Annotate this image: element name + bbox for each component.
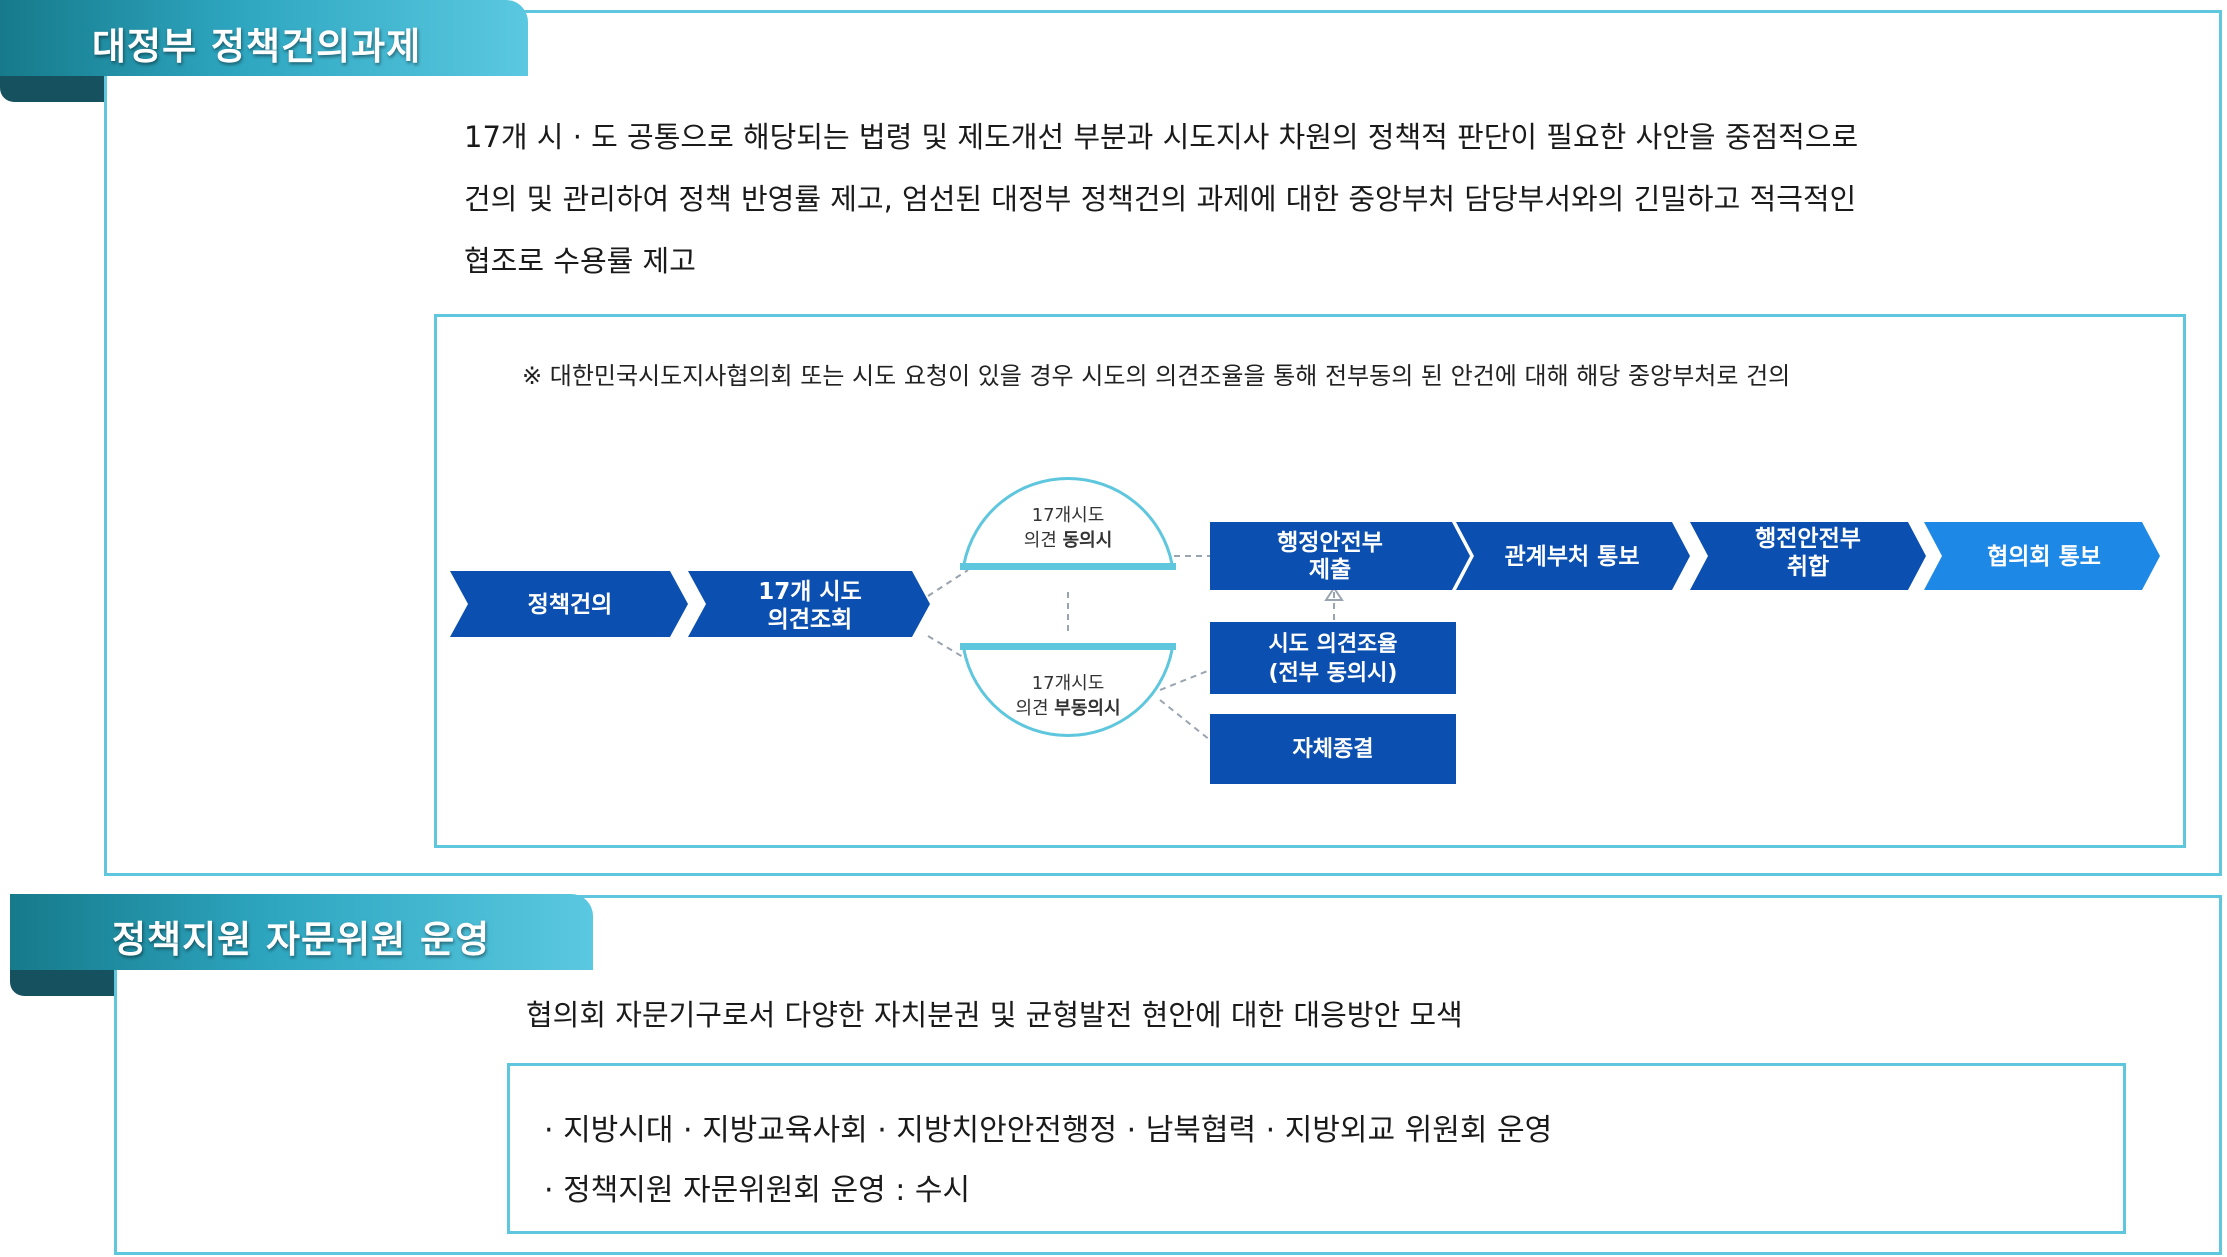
step-collect: [1690, 522, 1926, 590]
flow-connectors: [927, 555, 1335, 741]
policy-description: 17개 시 · 도 공통으로 해당되는 법령 및 제도개선 부분과 시도지사 차…: [464, 106, 1858, 292]
disagree-arc: [962, 649, 1174, 737]
connector-coordinate: [1159, 669, 1211, 691]
step-opinion-inquiry: [688, 571, 930, 637]
disagree-bar: [960, 643, 1176, 650]
connector-agree: [927, 569, 969, 597]
step-submit: [1210, 522, 1470, 590]
step-coordinate-label-1: 시도 의견조율: [1268, 632, 1397, 657]
step-notify-council: [1924, 522, 2160, 590]
step-coordinate-label-2: (전부 동의시): [1269, 661, 1398, 686]
step-terminate-label: 자체종결: [1293, 737, 1374, 762]
connector-terminate: [1159, 699, 1211, 741]
step-coordinate: [1210, 622, 1456, 694]
advisory-description: 협의회 자문기구로서 다양한 자치분권 및 균형발전 현안에 대한 대응방안 모…: [526, 998, 1463, 1032]
step-policy-suggestion: [450, 571, 688, 637]
flow-note: ※ 대한민국시도지사협의회 또는 시도 요청이 있을 경우 시도의 의견조율을 …: [522, 362, 1791, 390]
agree-bar: [960, 563, 1176, 570]
step-notify-ministry-label: 관계부처 통보: [1505, 544, 1640, 570]
step-collect-label-2: 취합: [1787, 554, 1829, 580]
advisory-list-box: [507, 1063, 2126, 1234]
disagree-label-2: 의견 부동의시: [1015, 698, 1120, 719]
arrowhead-icon: [1324, 586, 1344, 601]
step-submit-label-1: 행정안전부: [1277, 530, 1383, 556]
list-item: · 지방시대 · 지방교육사회 · 지방치안안전행정 · 남북협력 · 지방외교…: [544, 1113, 1553, 1148]
step-terminate: [1210, 714, 1456, 784]
section-title-advisory: 정책지원 자문위원 운영: [112, 918, 491, 961]
policy-description-line: 협조로 수용률 제고: [464, 244, 696, 278]
disagree-label-1: 17개시도: [1032, 673, 1105, 694]
section-tab-policy: [0, 0, 528, 76]
step-submit-label-2: 제출: [1309, 557, 1351, 583]
list-item: · 정책지원 자문위원회 운영 : 수시: [544, 1173, 971, 1208]
section-tab-advisory: [10, 894, 593, 970]
connector-disagree: [927, 635, 969, 661]
step-notify-council-label: 협의회 통보: [1987, 544, 2101, 570]
section-title-policy: 대정부 정책건의과제: [92, 25, 422, 68]
step-notify-ministry: [1456, 522, 1690, 590]
agree-label-2: 의견 동의시: [1024, 530, 1113, 551]
agree-arc: [962, 477, 1174, 565]
step-opinion-inquiry-label-2: 의견조회: [768, 607, 853, 633]
policy-description-line: 17개 시 · 도 공통으로 해당되는 법령 및 제도개선 부분과 시도지사 차…: [464, 120, 1859, 154]
agree-label-1: 17개시도: [1032, 505, 1105, 526]
step-opinion-inquiry-label-1: 17개 시도: [758, 579, 862, 605]
step-policy-suggestion-label: 정책건의: [528, 592, 613, 618]
step-collect-label-1: 행전안전부: [1755, 526, 1861, 552]
policy-description-line: 건의 및 관리하여 정책 반영률 제고, 엄선된 대정부 정책건의 과제에 대한…: [464, 182, 1857, 216]
